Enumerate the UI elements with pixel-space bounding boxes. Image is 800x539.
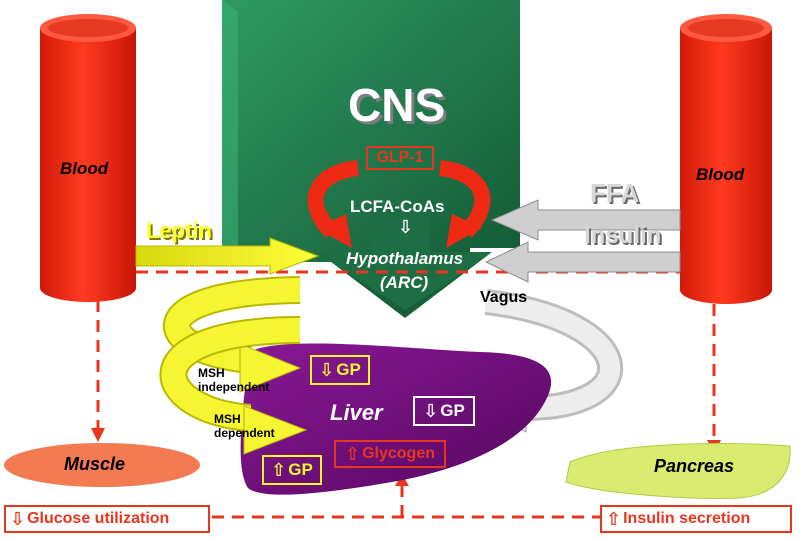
blood-left-label: Blood bbox=[60, 159, 109, 178]
up-arrow-icon: ⇧ bbox=[606, 508, 622, 529]
glp1-curved-arrows bbox=[307, 160, 491, 248]
msh-arrows bbox=[159, 276, 308, 455]
muscle-shape bbox=[4, 443, 200, 487]
msh-independent-label: MSH independent bbox=[198, 366, 269, 394]
msh-dependent-label: MSH dependent bbox=[214, 412, 275, 440]
blood-vessel-right bbox=[680, 14, 772, 304]
gp-top-label: GP bbox=[336, 360, 361, 379]
gp-right-label: GP bbox=[440, 401, 465, 420]
up-arrow-icon: ⇧ bbox=[271, 459, 287, 480]
pancreas-label: Pancreas bbox=[654, 456, 735, 476]
glycogen-label: Glycogen bbox=[362, 445, 435, 462]
insulin-label: Insulin bbox=[584, 222, 662, 249]
down-arrow-icon: ⇩ bbox=[10, 508, 26, 529]
ffa-arrow bbox=[490, 199, 681, 241]
msh-independent-line2: independent bbox=[198, 380, 270, 394]
up-arrow-icon: ⇧ bbox=[345, 443, 361, 464]
down-arrow-icon: ⇩ bbox=[423, 400, 439, 421]
glucose-utilization-label: Glucose utilization bbox=[27, 510, 170, 527]
insulin-arrow bbox=[484, 241, 681, 283]
gp-bottom-label: GP bbox=[288, 460, 313, 479]
down-arrow-icon: ⇩ bbox=[398, 217, 414, 237]
insulin-secretion-label: Insulin secretion bbox=[623, 510, 751, 527]
ffa-label: FFA bbox=[590, 178, 640, 208]
arc-label: (ARC) bbox=[380, 273, 429, 292]
insulin-secretion-box: ⇧ Insulin secretion bbox=[600, 505, 792, 533]
pancreas-shape bbox=[565, 442, 791, 499]
gp-box-top: ⇩ GP bbox=[310, 355, 370, 385]
gp-box-right: ⇩ GP bbox=[413, 396, 475, 426]
msh-dependent-line1: MSH bbox=[214, 412, 241, 426]
leptin-label: Leptin bbox=[146, 218, 212, 243]
glucose-utilization-box: ⇩ Glucose utilization bbox=[4, 505, 210, 533]
dashed-connections bbox=[96, 270, 716, 519]
hypothalamus-label: Hypothalamus bbox=[346, 249, 464, 268]
lcfa-label: LCFA-CoAs bbox=[350, 197, 445, 216]
glycogen-box: ⇧ Glycogen bbox=[334, 440, 446, 468]
glp1-label: GLP-1 bbox=[376, 149, 424, 166]
blood-vessel-left bbox=[40, 14, 136, 302]
glp1-box: GLP-1 bbox=[366, 146, 434, 170]
vagus-label: Vagus bbox=[480, 289, 528, 306]
cns-block bbox=[222, 0, 520, 318]
muscle-label: Muscle bbox=[64, 454, 126, 474]
gp-box-bottom: ⇧ GP bbox=[262, 455, 322, 485]
blood-right-label: Blood bbox=[696, 165, 745, 184]
cns-label: CNS bbox=[348, 79, 446, 131]
msh-independent-line1: MSH bbox=[198, 366, 225, 380]
liver-label: Liver bbox=[330, 400, 383, 425]
msh-dependent-line2: dependent bbox=[214, 426, 275, 440]
down-arrow-icon: ⇩ bbox=[319, 359, 335, 380]
leptin-arrow bbox=[135, 237, 320, 275]
